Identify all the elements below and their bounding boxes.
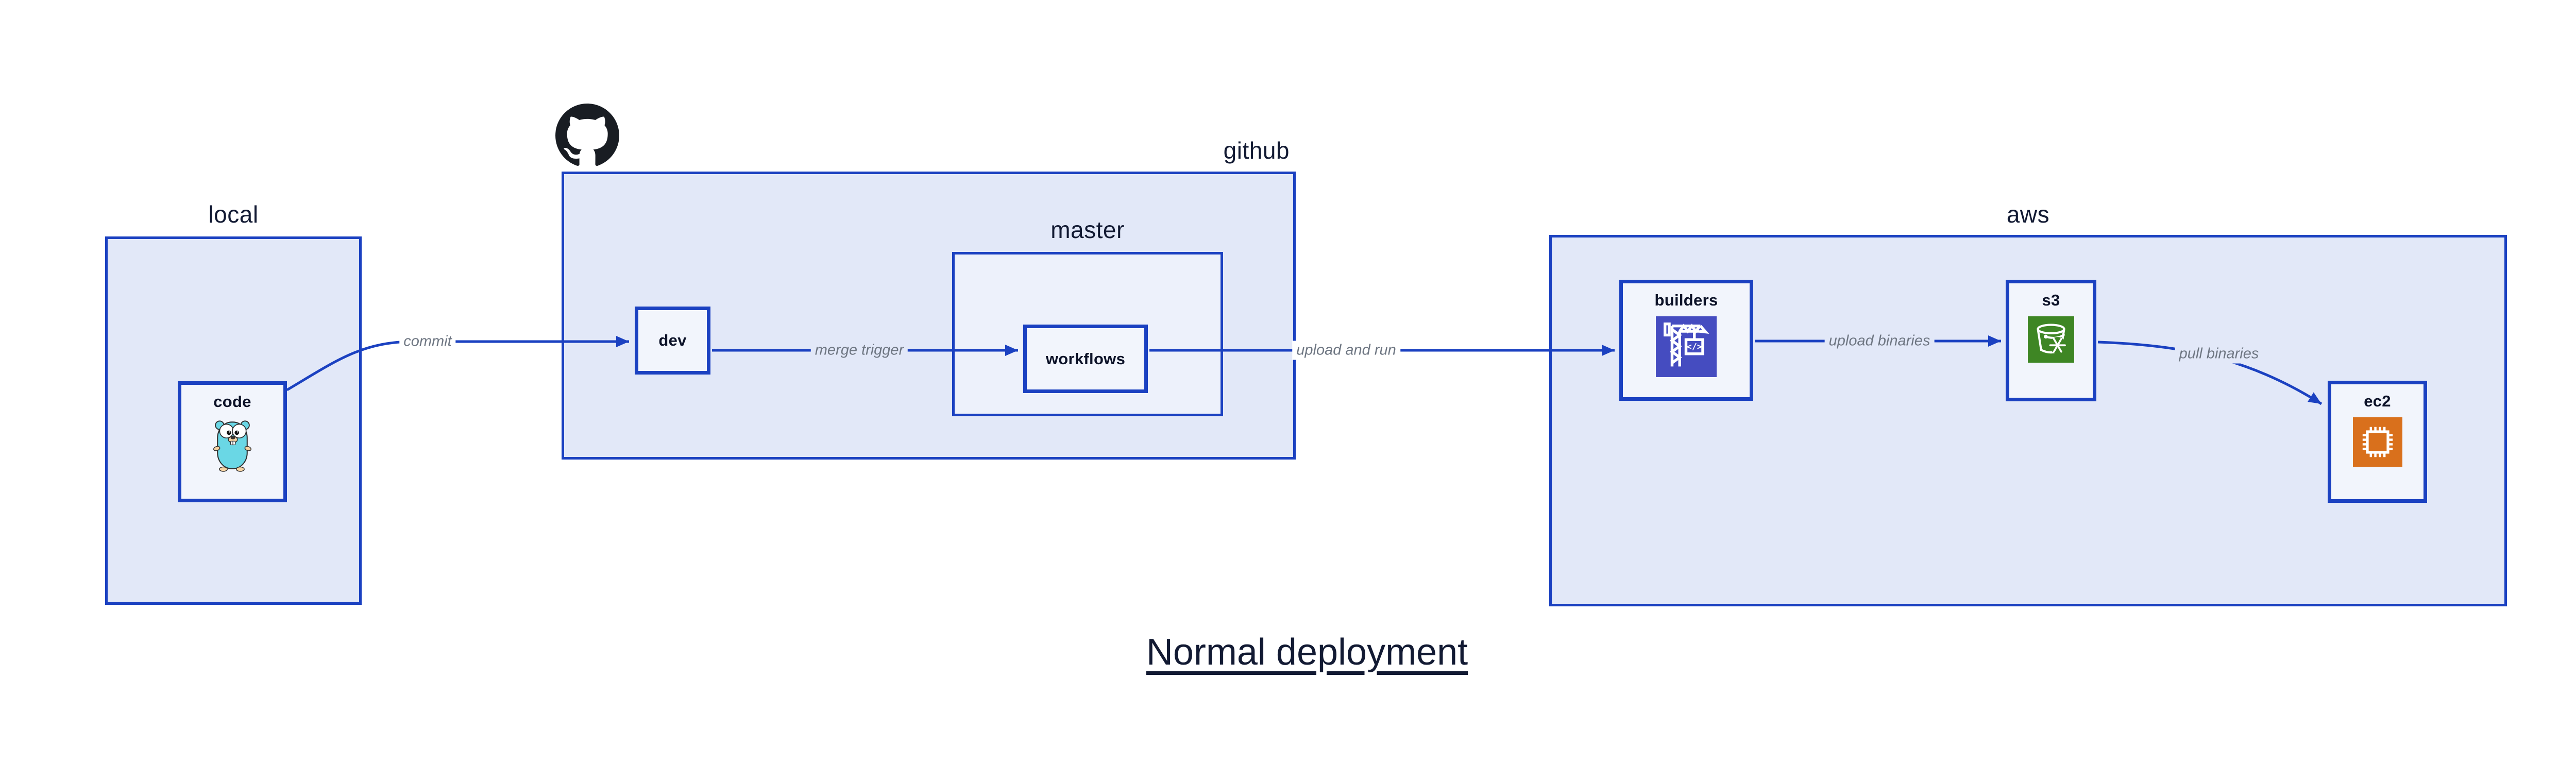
diagram-title: Normal deployment: [1146, 632, 1468, 673]
region-label-master: master: [1050, 216, 1125, 243]
node-ec2: ec2: [2328, 381, 2427, 503]
node-label-builders: builders: [1654, 291, 1718, 309]
node-code: code: [178, 381, 287, 502]
edge-label-merge-trigger: merge trigger: [810, 341, 908, 360]
node-workflows: workflows: [1023, 325, 1148, 393]
github-octocat-logo: [555, 104, 619, 170]
edge-label-upload-binaries: upload binaries: [1824, 331, 1935, 351]
codebuild-code-glyph: </>: [1687, 341, 1702, 351]
node-s3: s3: [2006, 280, 2096, 401]
node-dev: dev: [635, 307, 710, 375]
edge-label-commit: commit: [399, 332, 456, 351]
region-label-aws: aws: [2006, 201, 2050, 228]
region-label-github: github: [1223, 137, 1290, 164]
node-label-ec2: ec2: [2364, 392, 2391, 410]
node-builders: builders </>: [1619, 280, 1753, 401]
edge-label-pull-binaries: pull binaries: [2175, 344, 2263, 364]
node-label-dev: dev: [658, 331, 687, 349]
codebuild-crane-icon: </>: [1656, 316, 1717, 377]
edge-label-upload-and-run: upload and run: [1292, 341, 1400, 360]
node-label-s3: s3: [2042, 291, 2060, 309]
node-label-code: code: [213, 393, 251, 411]
s3-glacier-bucket-icon: [2028, 316, 2074, 363]
go-gopher-icon: [213, 420, 251, 472]
node-label-workflows: workflows: [1045, 349, 1126, 368]
region-label-local: local: [208, 201, 259, 228]
ec2-chip-icon: [2352, 417, 2402, 467]
